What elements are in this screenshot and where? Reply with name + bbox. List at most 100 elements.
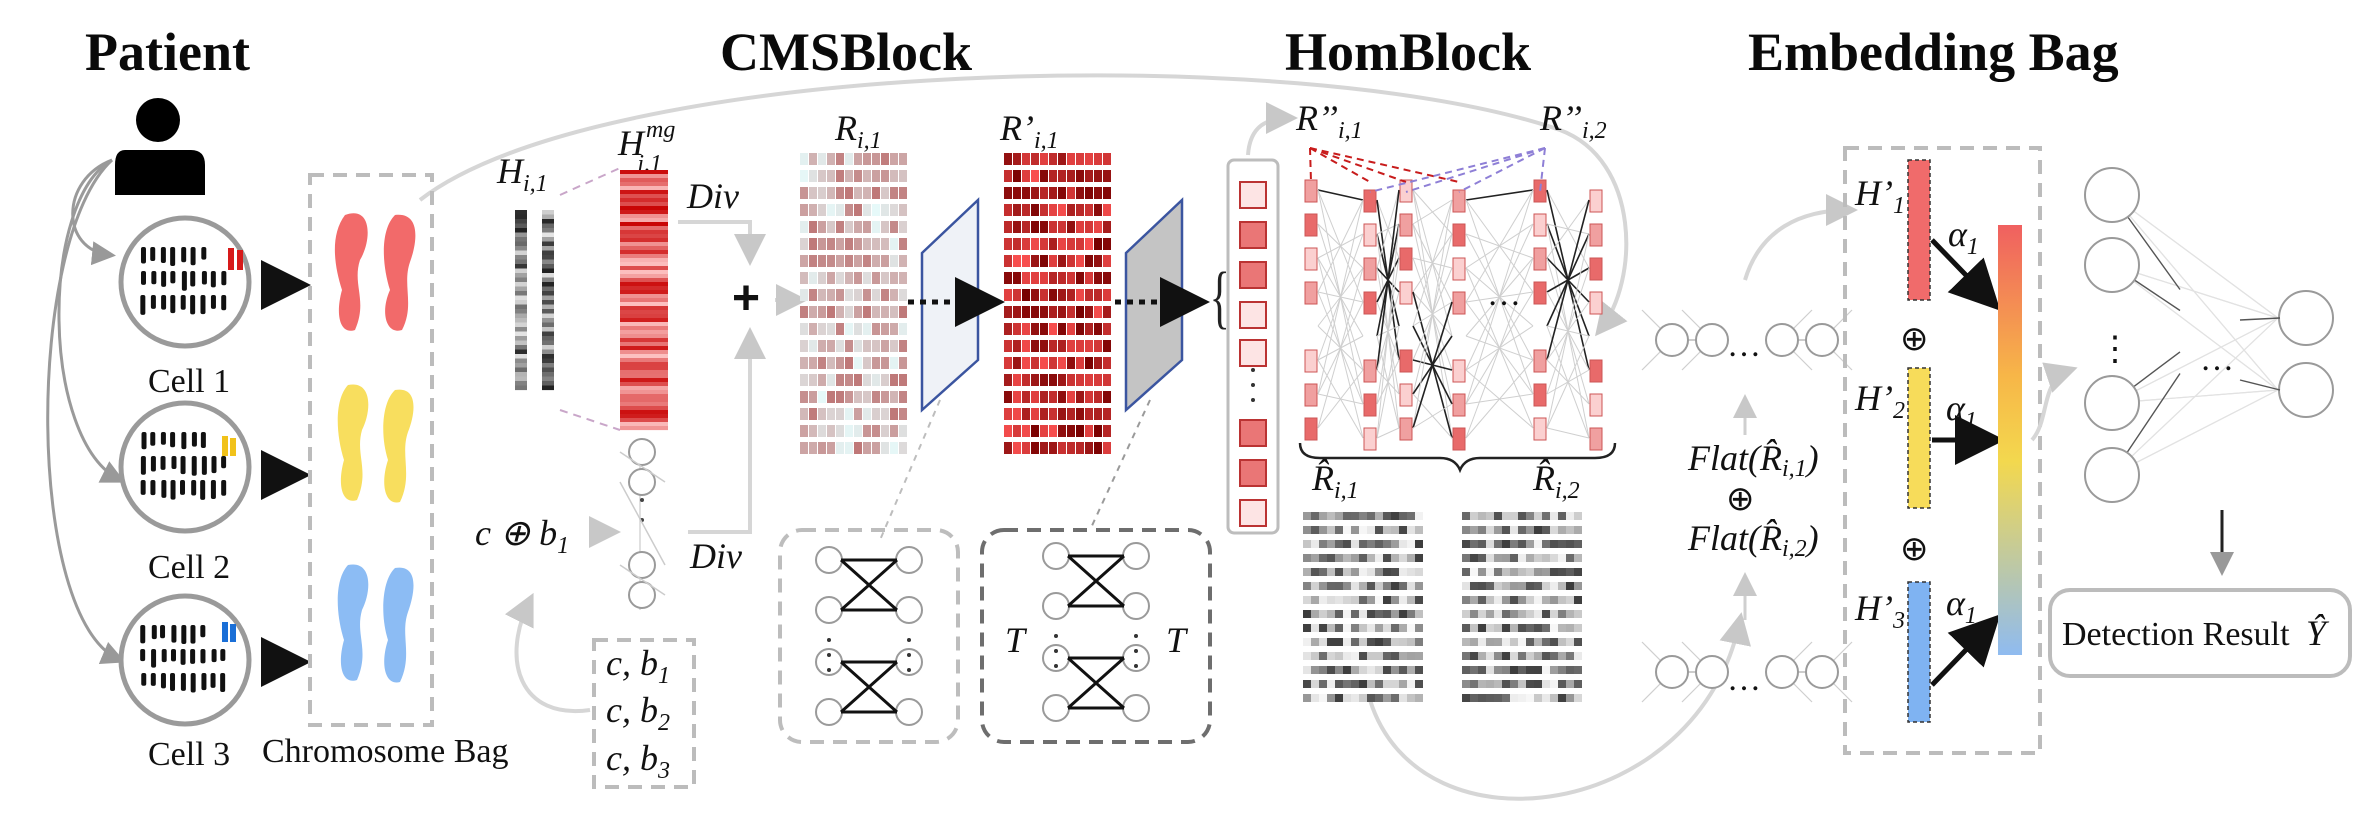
embedding-bag-box (1843, 146, 2042, 755)
matrix-cell (1049, 221, 1057, 233)
h-strip-cell (515, 376, 527, 382)
network-edge (2239, 317, 2281, 321)
rhat-cell (1359, 624, 1367, 632)
h-strip-cell (542, 331, 554, 337)
rhat-cell (1327, 624, 1335, 632)
matrix-cell (800, 153, 808, 165)
rhat-cell (1534, 652, 1542, 660)
matrix-cell (1013, 170, 1021, 182)
hmg-strip-cell (620, 406, 668, 411)
matrix-cell (800, 187, 808, 199)
cell-1-label: Cell 1 (148, 363, 230, 400)
hmg-strip-cell (620, 234, 668, 239)
rhat-cell (1534, 680, 1542, 688)
rhat-cell (1518, 596, 1526, 604)
homology-node (1533, 179, 1547, 203)
rhat-cell (1343, 512, 1351, 520)
rhat-cell (1470, 582, 1478, 590)
rhat-cell (1502, 526, 1510, 534)
matrix-cell (1049, 425, 1057, 437)
matrix-cell (863, 323, 871, 335)
matrix-cell (1076, 289, 1084, 301)
rhat-cell (1510, 582, 1518, 590)
matrix-cell (881, 374, 889, 386)
chromosome-mark (181, 247, 187, 263)
matrix-cell (836, 340, 844, 352)
rhat-cell (1359, 694, 1367, 702)
matrix-cell (890, 170, 898, 182)
rhat-cell (1510, 512, 1518, 520)
rhat-cell (1367, 554, 1375, 562)
token-square (1239, 419, 1267, 447)
matrix-cell (1022, 442, 1030, 454)
rhat-cell (1391, 554, 1399, 562)
rhat-cell (1494, 540, 1502, 548)
rhat-cell (1486, 610, 1494, 618)
rhat-cell (1335, 596, 1343, 604)
rhat-cell (1303, 582, 1311, 590)
network-edge (1067, 554, 1125, 608)
chromosome-mark (221, 480, 227, 496)
chromosome-mark (211, 456, 217, 474)
rhat-cell (1415, 526, 1423, 534)
rhat-cell (1327, 694, 1335, 702)
h-strip-cell (515, 286, 527, 292)
matrix-cell (1022, 255, 1030, 267)
matrix-cell (1049, 357, 1057, 369)
rhat-cell (1311, 526, 1319, 534)
rhat-cell (1415, 596, 1423, 604)
rhat-cell (1311, 638, 1319, 646)
matrix-cell (1004, 442, 1012, 454)
h-strip-cell (542, 345, 554, 350)
rhat-cell (1574, 666, 1582, 674)
rprime-matrix (1004, 153, 1111, 454)
matrix-cell (1040, 374, 1048, 386)
homology-node (1589, 359, 1603, 383)
rhat-cell (1494, 610, 1502, 618)
classifier-vertical-ellipsis: ⋮ (2098, 331, 2132, 368)
rhat-cell (1534, 554, 1542, 562)
matrix-cell (800, 255, 808, 267)
rhat-cell (1510, 610, 1518, 618)
matrix-cell (1076, 323, 1084, 335)
matrix-cell (1067, 238, 1075, 250)
matrix-cell (1085, 153, 1093, 165)
rhat-cell (1351, 638, 1359, 646)
rhat-cell (1534, 666, 1542, 674)
matrix-cell (1076, 391, 1084, 403)
rhat-cell (1415, 554, 1423, 562)
rhat-cell (1462, 666, 1470, 674)
matrix-cell (872, 408, 880, 420)
rhat-cell (1367, 568, 1375, 576)
rhat-cell (1534, 638, 1542, 646)
rhat-cell (1351, 526, 1359, 534)
token-square (1239, 181, 1267, 209)
rhat-cell (1415, 624, 1423, 632)
matrix-cell (854, 442, 862, 454)
network-node (895, 698, 923, 726)
matrix-cell (881, 425, 889, 437)
matrix-cell (818, 408, 826, 420)
network-edge (1067, 656, 1125, 710)
rhat-cell (1351, 540, 1359, 548)
matrix-cell (872, 357, 880, 369)
rhat-cell (1303, 610, 1311, 618)
matrix-cell (1076, 357, 1084, 369)
matrix-cell (1103, 323, 1111, 335)
homology-node (1304, 179, 1318, 203)
rhat-cell (1566, 638, 1574, 646)
rhat-cell (1574, 638, 1582, 646)
matrix-cell (809, 255, 817, 267)
matrix-cell (881, 391, 889, 403)
matrix-cell (1004, 204, 1012, 216)
rhat-cell (1367, 540, 1375, 548)
rhat-cell (1534, 694, 1542, 702)
matrix-cell (827, 408, 835, 420)
hprime-1-bar (1907, 159, 1931, 301)
matrix-cell (872, 255, 880, 267)
matrix-cell (1067, 221, 1075, 233)
matrix-cell (881, 204, 889, 216)
network-ellipsis-dot (907, 653, 911, 657)
rhat-cell (1351, 568, 1359, 576)
matrix-cell (1013, 340, 1021, 352)
